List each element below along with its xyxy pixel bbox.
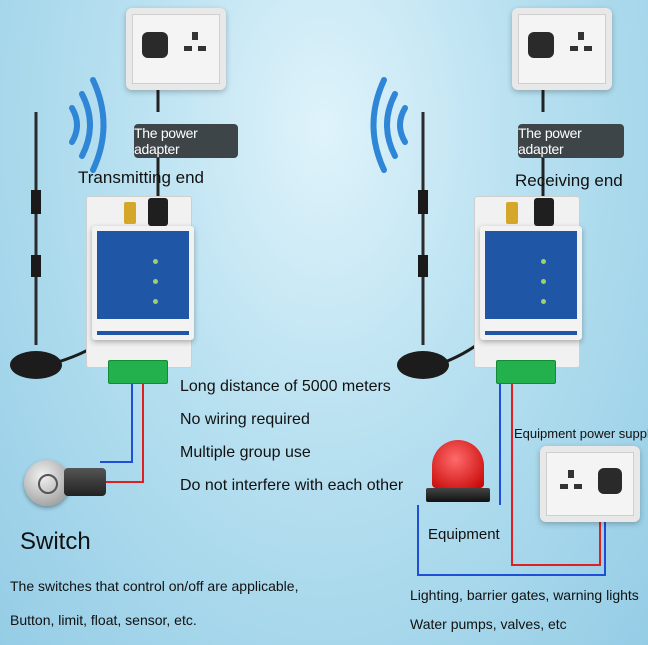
left-socket-icon — [182, 30, 208, 60]
left-plug-icon — [142, 32, 168, 58]
transmitting-end-label: Transmitting end — [78, 168, 204, 187]
power-icon — [38, 474, 58, 494]
feature-item-1: Long distance of 5000 meters — [180, 378, 391, 395]
warning-light-icon — [426, 440, 490, 510]
equipment-power-supply-label: Equipment power supply — [514, 426, 648, 441]
left-dc-jack — [148, 198, 168, 226]
left-module-led — [153, 259, 158, 264]
feature-item-4: Do not interfere with each other — [180, 477, 404, 494]
left-wall-outlet — [126, 8, 226, 90]
equipment-wall-outlet — [540, 446, 640, 522]
right-terminal-block — [496, 360, 556, 384]
equipment-label: Equipment — [428, 526, 500, 543]
switch-desc-line2: Button, limit, float, sensor, etc. — [10, 612, 197, 628]
left-antenna-connector — [124, 202, 136, 224]
switch-desc-line1: The switches that control on/off are app… — [10, 578, 299, 594]
left-relay-module — [92, 226, 194, 340]
equipment-socket-icon — [558, 468, 584, 498]
right-plug-icon — [528, 32, 554, 58]
left-wire-red — [100, 378, 144, 483]
feature-item-2: No wiring required — [180, 411, 310, 428]
right-wire-blue — [417, 378, 606, 576]
equipment-plug-icon — [598, 468, 622, 494]
right-power-adapter: The power adapter — [518, 124, 624, 158]
push-button-switch — [24, 450, 106, 514]
equipment-desc-line2: Water pumps, valves, etc — [410, 616, 567, 632]
right-module-led — [541, 259, 546, 264]
equipment-desc-line1: Lighting, barrier gates, warning lights — [410, 587, 639, 603]
left-power-adapter: The power adapter — [134, 124, 238, 158]
left-signal-waves — [69, 77, 107, 173]
right-antenna-connector — [506, 202, 518, 224]
switch-title: Switch — [20, 528, 91, 555]
right-wall-outlet — [512, 8, 612, 90]
right-dc-jack — [534, 198, 554, 226]
right-socket-icon — [568, 30, 594, 60]
receiving-end-label: Receiving end — [515, 171, 623, 190]
right-wire-red — [511, 378, 601, 566]
feature-item-3: Multiple group use — [180, 444, 311, 461]
left-terminal-block — [108, 360, 168, 384]
right-relay-module — [480, 226, 582, 340]
right-signal-waves — [370, 77, 408, 173]
left-wire-blue — [100, 378, 133, 463]
